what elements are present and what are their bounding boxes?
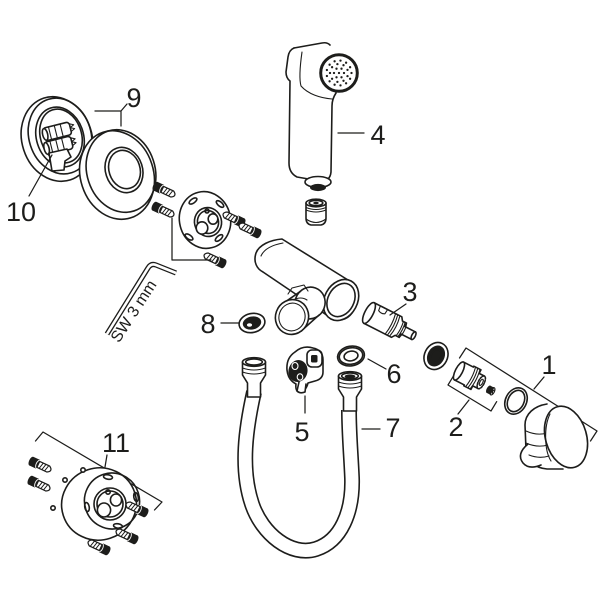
allen-key-drawing: SW 3 mm <box>104 261 177 346</box>
callout-label-10: 10 <box>6 197 36 227</box>
callout-label-6: 6 <box>386 359 401 389</box>
screw-icon <box>236 219 264 240</box>
wall-flange-drawing <box>149 180 264 270</box>
callout-label-8: 8 <box>200 309 215 339</box>
part-2-adapter-drawing <box>447 361 498 412</box>
part-6-washer-drawing <box>336 345 366 367</box>
screw-icon <box>26 455 54 476</box>
part-8-seal-drawing <box>238 312 266 334</box>
part-3-cartridge-drawing <box>361 301 417 341</box>
part-5-clip-drawing <box>286 346 324 394</box>
part-4-hand-shower-drawing <box>285 41 359 192</box>
handle-knob <box>519 403 589 470</box>
screw-icon <box>25 474 53 495</box>
screw-icon <box>150 180 178 201</box>
spray-face-dots <box>325 59 353 87</box>
part-10-retaining-ring-drawing <box>20 95 94 183</box>
callouts: 1 2 3 4 5 6 7 8 9 10 11 <box>6 83 557 468</box>
callout-label-9: 9 <box>126 83 141 113</box>
adapter-screw-icon <box>486 385 496 396</box>
handle-oring <box>503 387 529 415</box>
hose-connector-right <box>337 370 363 412</box>
part-9-escutcheon-drawing <box>78 128 157 221</box>
check-valve-drawing <box>305 198 327 226</box>
screw-icon <box>149 200 177 221</box>
cartridge-stop-ring-drawing <box>423 341 449 371</box>
callout-label-5: 5 <box>294 417 309 447</box>
screw-icon <box>113 525 141 546</box>
callout-label-3: 3 <box>402 277 417 307</box>
hose-connector-left <box>241 356 267 398</box>
part-11-flange-drawing <box>25 431 163 557</box>
part-1-handle-drawing <box>458 347 598 470</box>
holder-body-drawing <box>254 238 360 336</box>
callout-label-1: 1 <box>541 350 556 380</box>
callout-label-11: 11 <box>102 428 130 458</box>
part-7-hose-drawing <box>237 356 363 559</box>
callout-label-2: 2 <box>448 412 463 442</box>
callout-label-7: 7 <box>385 413 400 443</box>
callout-label-4: 4 <box>370 120 385 150</box>
